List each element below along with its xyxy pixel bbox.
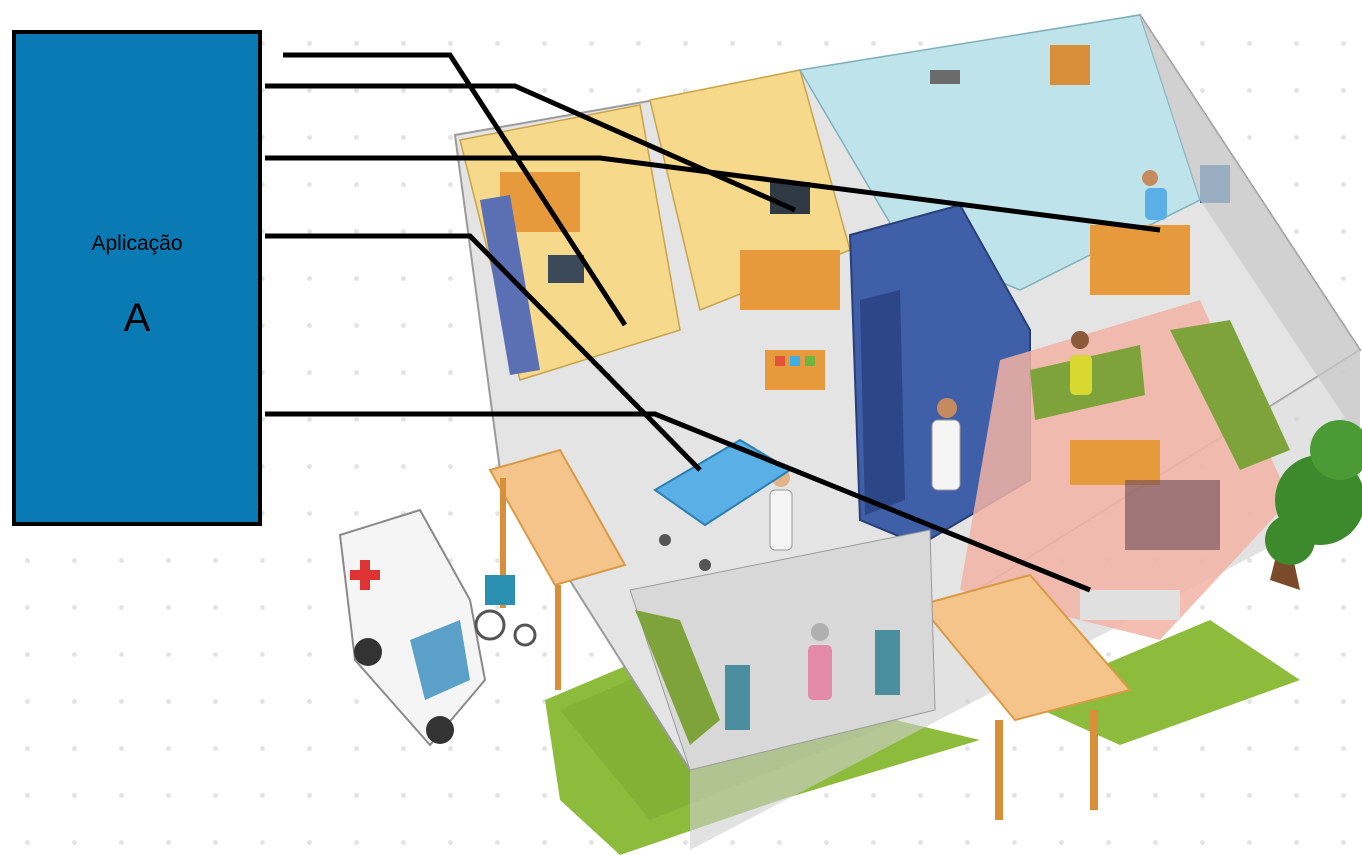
doctor-icon <box>769 170 1167 700</box>
application-box: Aplicação A <box>12 30 262 526</box>
tree-icon <box>1265 420 1362 590</box>
wireless-router-icon <box>930 70 960 84</box>
reception-wall <box>629 529 936 771</box>
connector-line-emergency <box>265 233 702 472</box>
wheelchair-icon <box>474 575 537 647</box>
waiting-area <box>960 300 1290 640</box>
application-letter: A <box>123 296 151 340</box>
ambulance-icon <box>338 508 487 747</box>
connector-line-lab <box>283 52 628 327</box>
connector-line-patient-room <box>265 155 1161 233</box>
application-label: Aplicação <box>91 232 183 255</box>
connector-lines <box>265 52 1161 593</box>
connector-line-reception <box>265 411 1091 593</box>
entrance-canopy <box>488 448 1132 820</box>
monitor-icon <box>548 255 584 283</box>
